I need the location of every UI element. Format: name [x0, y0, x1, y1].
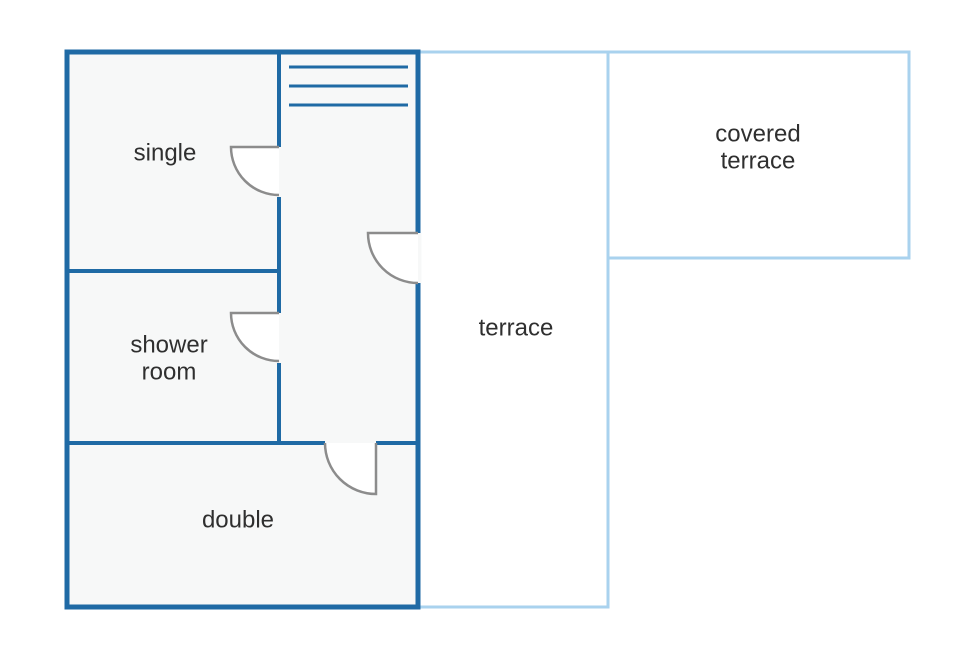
double-room-label: double [202, 506, 274, 533]
covered-terrace-outline [606, 50, 911, 260]
single-room-label: single [134, 139, 197, 166]
covered-terrace-label-line1: covered [715, 120, 800, 147]
terrace-door-icon [366, 231, 419, 285]
double-door-icon [323, 442, 378, 496]
stairs-icon [289, 65, 408, 107]
shower-room-label-line2: room [142, 358, 197, 385]
covered-terrace-label-line2: terrace [721, 147, 796, 174]
shower-room-label-line1: shower [130, 331, 207, 358]
building-outer-wall [64, 49, 421, 610]
interior-walls [67, 52, 418, 445]
shower-door-icon [229, 311, 280, 363]
terrace-label: terrace [479, 314, 554, 341]
terrace-outline [416, 50, 610, 609]
single-door-icon [229, 145, 280, 197]
doors [229, 145, 419, 496]
